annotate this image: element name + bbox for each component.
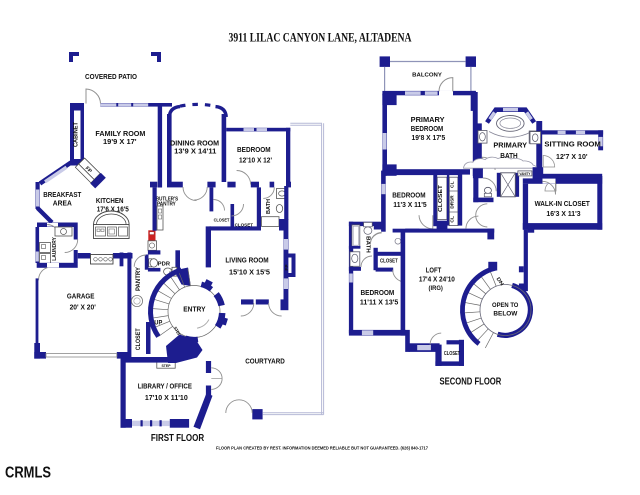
- svg-text:BATH: BATH: [500, 151, 517, 160]
- svg-text:SITTING ROOM: SITTING ROOM: [544, 140, 601, 149]
- svg-text:AREA: AREA: [53, 201, 72, 208]
- svg-text:FP: FP: [284, 264, 290, 271]
- svg-text:16'3 X 11'3: 16'3 X 11'3: [546, 211, 580, 218]
- svg-text:PANTRY: PANTRY: [157, 202, 176, 208]
- svg-text:PDR: PDR: [158, 261, 171, 267]
- svg-text:CL: CL: [449, 181, 454, 188]
- svg-text:UP: UP: [154, 320, 162, 326]
- svg-text:DRSR: DRSR: [449, 195, 454, 209]
- svg-text:12'10 X 12': 12'10 X 12': [239, 157, 272, 164]
- svg-text:BATH: BATH: [364, 236, 370, 253]
- svg-text:19'9 X 17': 19'9 X 17': [103, 139, 137, 146]
- svg-text:BEDROOM: BEDROOM: [411, 124, 444, 133]
- svg-text:17'4 X 24'10: 17'4 X 24'10: [419, 276, 455, 283]
- svg-text:KITCHEN: KITCHEN: [96, 196, 124, 205]
- svg-text:SECOND FLOOR: SECOND FLOOR: [440, 376, 502, 387]
- svg-text:STEP: STEP: [173, 326, 182, 337]
- svg-text:GARAGE: GARAGE: [67, 292, 95, 301]
- svg-text:PRIMARY: PRIMARY: [411, 115, 445, 124]
- svg-text:VANITY: VANITY: [519, 172, 531, 176]
- svg-text:FAMILY ROOM: FAMILY ROOM: [95, 129, 145, 138]
- svg-text:11'11 X 13'5: 11'11 X 13'5: [360, 299, 398, 306]
- svg-text:PRIMARY: PRIMARY: [493, 141, 527, 150]
- svg-text:COURTYARD: COURTYARD: [245, 356, 285, 365]
- svg-text:CLOSET: CLOSET: [444, 351, 461, 357]
- svg-text:CRMLS: CRMLS: [5, 464, 51, 481]
- svg-text:FIRST FLOOR: FIRST FLOOR: [151, 433, 204, 444]
- svg-text:BUTLER'S: BUTLER'S: [156, 196, 179, 202]
- svg-text:STEP: STEP: [162, 363, 171, 368]
- svg-text:3911 LILAC CANYON LANE, ALTADE: 3911 LILAC CANYON LANE, ALTADENA: [229, 31, 412, 45]
- svg-text:13'9 X 14'11: 13'9 X 14'11: [174, 148, 216, 155]
- svg-text:FLOOR PLAN CREATED BY REST. IN: FLOOR PLAN CREATED BY REST. INFORMATION …: [216, 445, 429, 450]
- svg-text:BEDROOM: BEDROOM: [237, 145, 271, 154]
- svg-text:BREAKFAST: BREAKFAST: [43, 192, 82, 199]
- svg-text:DN: DN: [495, 276, 505, 287]
- svg-text:17'6 X 16'5: 17'6 X 16'5: [97, 207, 129, 214]
- svg-text:CL: CL: [449, 216, 454, 223]
- svg-text:BALCONY: BALCONY: [412, 73, 442, 79]
- svg-text:CLOSET: CLOSET: [214, 217, 230, 223]
- svg-text:CLOSET: CLOSET: [235, 223, 253, 229]
- svg-text:12'7 X 10': 12'7 X 10': [556, 154, 588, 161]
- svg-text:19'8 X 17'5: 19'8 X 17'5: [412, 135, 446, 142]
- svg-text:15'10 X 15'5: 15'10 X 15'5: [229, 269, 270, 276]
- svg-text:COVERED PATIO: COVERED PATIO: [85, 74, 137, 81]
- svg-text:(IRG): (IRG): [429, 286, 443, 292]
- svg-text:17'10 X 11'10: 17'10 X 11'10: [145, 395, 188, 402]
- svg-text:BELOW: BELOW: [493, 311, 517, 318]
- svg-text:CLOSET: CLOSET: [136, 328, 142, 350]
- svg-text:CLOSET: CLOSET: [438, 184, 444, 212]
- svg-text:PANTRY: PANTRY: [136, 267, 142, 291]
- svg-text:WALK-IN CLOSET: WALK-IN CLOSET: [535, 199, 591, 208]
- svg-text:BEDROOM: BEDROOM: [392, 191, 425, 200]
- svg-text:OPEN TO: OPEN TO: [492, 302, 518, 309]
- svg-text:CLOSET: CLOSET: [380, 259, 398, 265]
- svg-text:ENTRY: ENTRY: [183, 305, 205, 314]
- svg-text:LOFT: LOFT: [426, 266, 442, 275]
- svg-text:BEDROOM: BEDROOM: [360, 288, 394, 297]
- svg-text:20' X 20': 20' X 20': [70, 305, 97, 312]
- svg-text:11'3 X 11'5: 11'3 X 11'5: [393, 202, 426, 209]
- svg-text:CABINET: CABINET: [73, 122, 79, 147]
- svg-text:BATH: BATH: [266, 199, 272, 214]
- svg-text:DINING ROOM: DINING ROOM: [170, 138, 219, 147]
- svg-text:LIVING ROOM: LIVING ROOM: [225, 256, 268, 265]
- svg-text:LIBRARY / OFFICE: LIBRARY / OFFICE: [138, 381, 192, 390]
- svg-text:LAUNDRY: LAUNDRY: [52, 237, 58, 261]
- svg-text:FP: FP: [84, 166, 93, 175]
